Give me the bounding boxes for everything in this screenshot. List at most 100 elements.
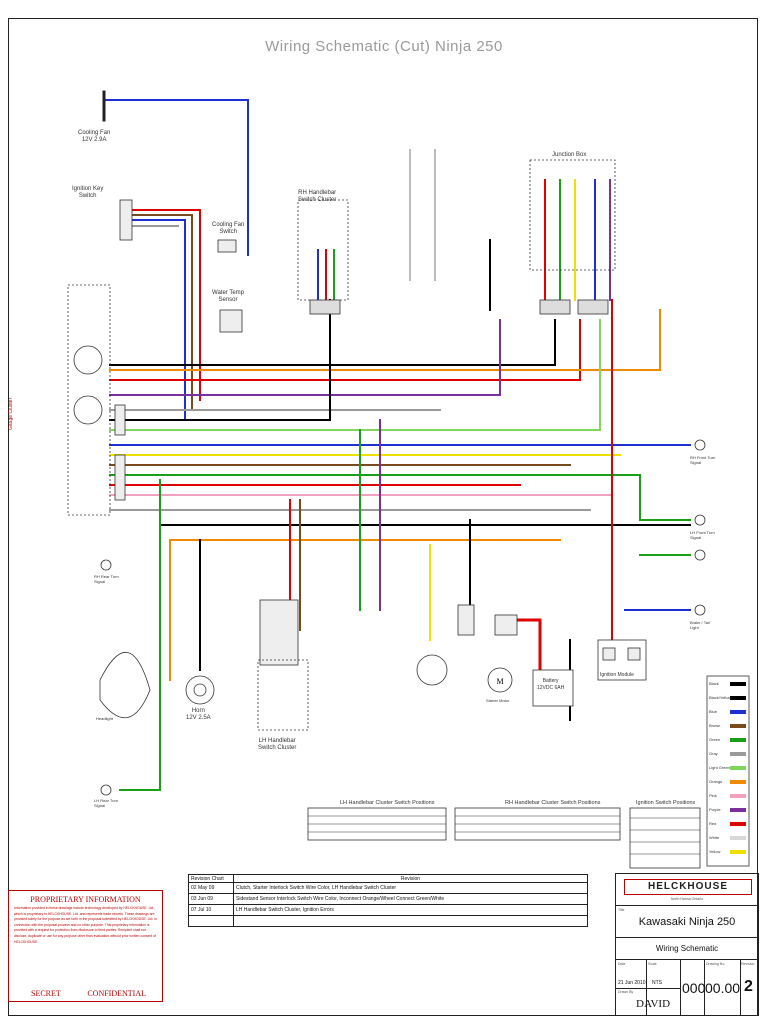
legend-swatch (730, 766, 746, 770)
gauge-cluster-outline (67, 284, 111, 516)
junction-box-outline (529, 159, 616, 271)
wire-brown-ign (129, 214, 193, 411)
revision-cell: Revision 2 (740, 960, 758, 1015)
junction-box-label: Junction Box (552, 152, 587, 158)
model-name: Kawasaki Ninja 250 (638, 916, 736, 928)
legend-color-name: Orange (709, 779, 723, 784)
schematic-title: Wiring Schematic (Cut) Ninja 250 (265, 38, 503, 55)
company-logo: HELCKHOUSE (624, 879, 752, 895)
legend-swatch (730, 850, 746, 854)
horn-inner (193, 683, 207, 697)
info-row: Date 21 Jun 2010 Scale NTS Drawn By DAVI… (616, 960, 758, 1015)
lh-cluster-connector (259, 599, 299, 666)
rh-cluster-outline (297, 199, 349, 301)
motor-letter: M (496, 677, 503, 686)
wire-blue-fan (103, 99, 249, 256)
date-value: 21 Jun 2010 (618, 980, 646, 986)
wire-red-starter (508, 618, 542, 672)
wire-lgreen-main (109, 319, 601, 431)
legend-swatches (730, 682, 746, 854)
confidential-label: CONFIDENTIAL (87, 989, 146, 998)
headlight-symbol (99, 651, 151, 718)
drawing-sheet (8, 18, 758, 1016)
legend-swatch (730, 822, 746, 826)
date-cell: Date 21 Jun 2010 (616, 960, 647, 1015)
legend-color-name: Blue (709, 709, 718, 714)
legend-color-name: Light Green (709, 765, 730, 770)
starter-relay (494, 614, 518, 636)
legend-swatch (730, 682, 746, 686)
table-lines (308, 815, 700, 855)
rh-front-turn-lamp (694, 439, 706, 451)
legend-color-name: Green (709, 737, 721, 742)
company-cell: HELCKHOUSE North Hanna Ontario (616, 874, 758, 906)
wire-red-ign (129, 209, 201, 401)
brake-light-lamp (694, 604, 706, 616)
drawn-divider (616, 988, 680, 989)
ign-module-port-1 (602, 647, 616, 661)
wire-green-rear (119, 479, 161, 791)
jbox-connector-1 (539, 299, 571, 315)
legend-color-name: Gray (709, 751, 718, 756)
lh-front-turn-lamp (694, 514, 706, 526)
legend-swatch (730, 752, 746, 756)
drawing-number-1: 000 (682, 980, 706, 996)
legend-swatch (730, 696, 746, 700)
legend-swatch (730, 738, 746, 742)
headlight-label: Headlight (96, 716, 113, 721)
revision-text: Clutch, Starter Interlock Switch Wire Co… (233, 882, 588, 894)
revision-header: Revision (233, 874, 588, 883)
secret-label: SECRET (31, 989, 61, 998)
starter-motor-symbol (487, 667, 513, 693)
wire-black-main (109, 319, 556, 366)
lh-rear-turn-lamp (694, 549, 706, 561)
legend-color-name: Purple (709, 807, 721, 812)
legend-color-name: Yellow (709, 849, 721, 854)
wire-color-legend (706, 675, 750, 867)
horn-symbol (185, 675, 215, 705)
proprietary-body: Information provided in these drawings i… (14, 906, 157, 944)
drawn-by: DAVID (636, 998, 671, 1010)
number-cell-1: 000 (680, 960, 705, 1015)
legend-color-name: Red (709, 821, 717, 826)
revision-row: 03 Jun 09 Sidestand Sensor Interlock Swi… (188, 893, 588, 905)
legend-color-name: White (709, 835, 720, 840)
revision-number: 2 (744, 978, 753, 995)
legend-swatch (730, 808, 746, 812)
legend-color-name: Brown (709, 723, 721, 728)
lh-rear-turn-lamp-2 (100, 784, 112, 796)
legend-swatch (730, 724, 746, 728)
ign-module-port-2 (627, 647, 641, 661)
lh-cluster-outline (257, 659, 309, 731)
proprietary-heading: PROPRIETARY INFORMATION (30, 895, 141, 904)
gauge-connector-1 (114, 404, 126, 436)
revision-text: LH Handlebar Switch Cluster, Ignition Er… (233, 904, 588, 916)
revision-date: 03 Jun 09 (188, 893, 234, 905)
model-cell: Title Kawasaki Ninja 250 (616, 906, 758, 938)
scale-cell: Scale NTS Drawn By DAVID (616, 960, 681, 1015)
wire-purple-main (109, 319, 501, 396)
caption-number: Drawing No. (706, 962, 726, 966)
ignition-key-connector (119, 199, 133, 241)
lh-switch-title: LH Handlebar Cluster Switch Positions (340, 800, 435, 806)
ignition-module-label: Ignition Module (600, 672, 634, 678)
wire-red-main (109, 319, 581, 381)
revision-date: 07 Jul 10 (188, 904, 234, 916)
gear-indicator (416, 654, 448, 686)
company-sub: North Hanna Ontario (670, 897, 704, 901)
starter-motor-label: Starter Motor (486, 698, 510, 703)
rh-rear-turn-lamp (100, 559, 112, 571)
legend-swatch (730, 780, 746, 784)
wire-blue-ign (129, 219, 186, 421)
cooling-fan-switch (217, 239, 237, 253)
